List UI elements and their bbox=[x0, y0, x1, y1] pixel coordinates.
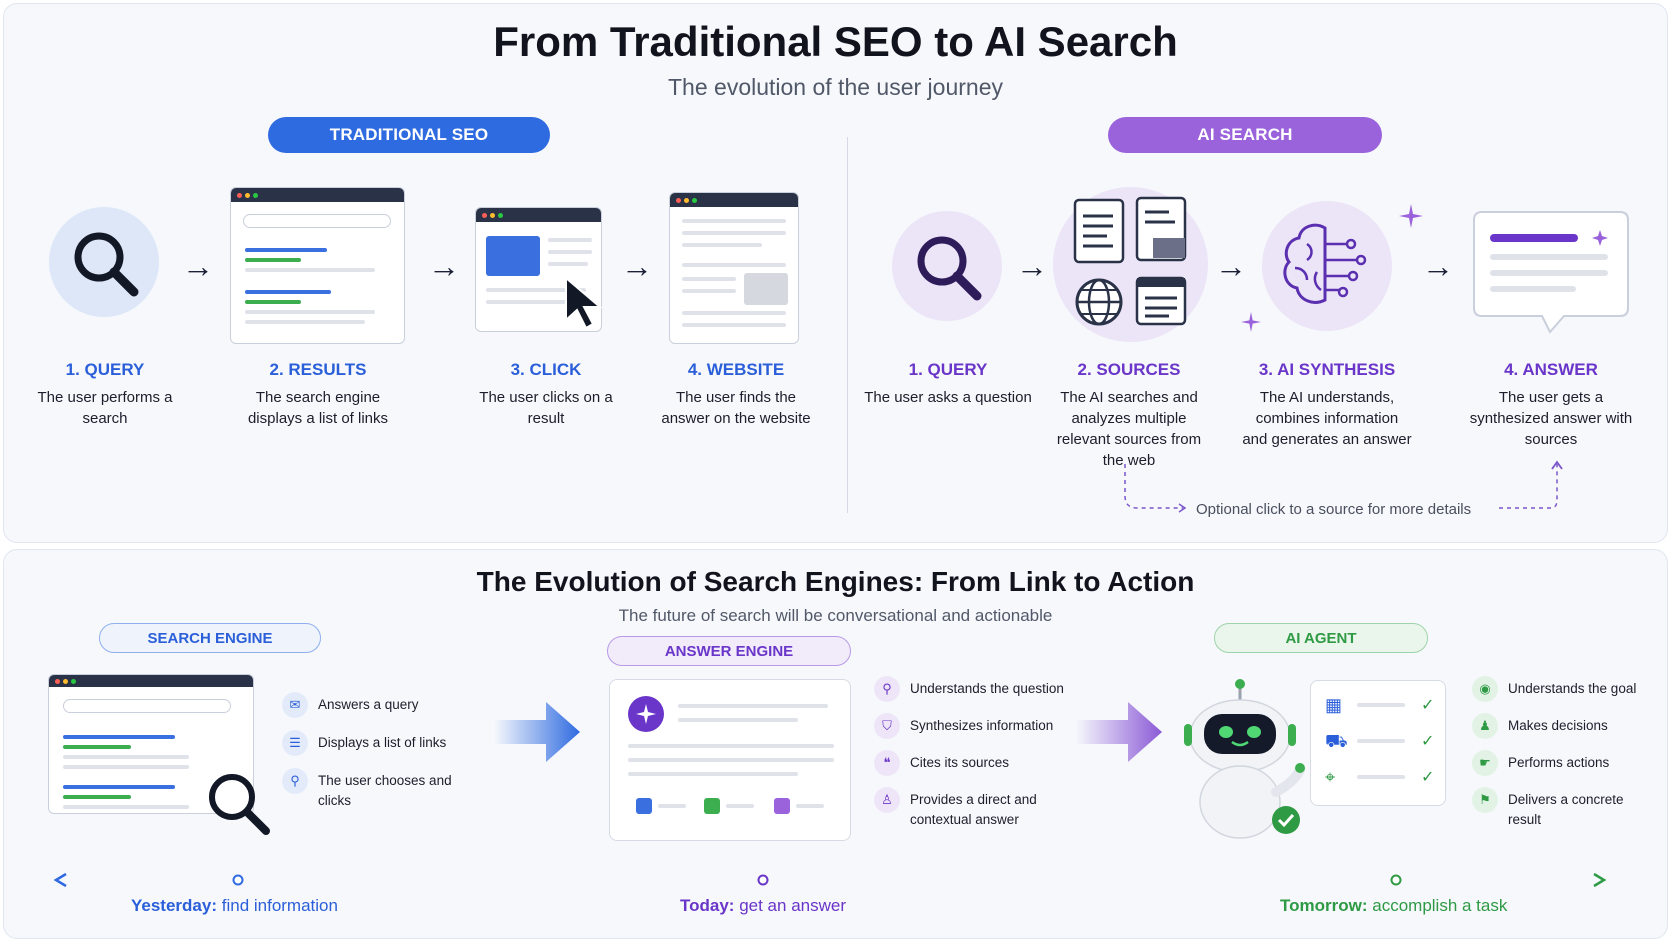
bottom-panel: The Evolution of Search Engines: From Li… bbox=[3, 549, 1668, 939]
arrow-right-icon: → bbox=[1215, 248, 1247, 284]
sparkle-icon bbox=[1399, 204, 1423, 228]
search-feature-2: ☰Displays a list of links bbox=[282, 730, 446, 756]
check-icon: ✓ bbox=[1421, 733, 1435, 750]
seo-step3-title: 3. CLICK bbox=[510, 360, 582, 379]
evolution-title: The Evolution of Search Engines: From Li… bbox=[476, 566, 1195, 597]
section-divider bbox=[847, 137, 848, 513]
answer-engine-card bbox=[609, 679, 851, 841]
timeline-tomorrow: Tomorrow: accomplish a task bbox=[1280, 896, 1508, 915]
ai-step3-desc: The AI understands, combines information… bbox=[1242, 389, 1412, 448]
location-pin-icon: ⌖ bbox=[1325, 767, 1336, 787]
ai-step2-desc: The AI searches and analyzes multiple re… bbox=[1056, 389, 1202, 469]
list-icon: ☰ bbox=[282, 730, 308, 756]
search-feature-3: ⚲The user chooses and clicks bbox=[282, 768, 452, 811]
action-icon: ☛ bbox=[1472, 750, 1498, 776]
check-icon: ✓ bbox=[1421, 697, 1435, 714]
target-icon: ◉ bbox=[1472, 676, 1498, 702]
ai-step1-title: 1. QUERY bbox=[908, 360, 988, 379]
progress-arrow-icon bbox=[1076, 702, 1162, 762]
check-icon: ✓ bbox=[1421, 769, 1435, 786]
answer-feature-2: ⛉Synthesizes information bbox=[874, 713, 1053, 739]
answer-feature-3: ❝Cites its sources bbox=[874, 750, 1009, 776]
cursor-icon bbox=[565, 276, 603, 330]
ai-step3-title: 3. AI SYNTHESIS bbox=[1258, 360, 1396, 379]
seo-step3-desc: The user clicks on a result bbox=[479, 389, 613, 427]
arrow-right-icon: → bbox=[428, 248, 460, 284]
magnifier-icon bbox=[917, 236, 982, 301]
timeline-yesterday: Yesterday: find information bbox=[131, 896, 338, 915]
cart-icon: ⛟ bbox=[1325, 731, 1348, 751]
answer-feature-4: ♙Provides a direct and contextual answer bbox=[874, 787, 1064, 830]
shield-icon: ⛉ bbox=[874, 713, 900, 739]
delivery-icon: ⚑ bbox=[1472, 787, 1498, 813]
traditional-seo-badge: TRADITIONAL SEO bbox=[268, 117, 550, 153]
evolution-timeline bbox=[53, 872, 1607, 888]
synthesis-circle bbox=[1262, 201, 1392, 331]
main-title: From Traditional SEO to AI Search bbox=[493, 18, 1178, 65]
magnifier-icon bbox=[209, 774, 270, 835]
search-bar bbox=[243, 214, 391, 228]
agent-feature-1: ◉Understands the goal bbox=[1472, 676, 1636, 702]
seo-query-circle bbox=[49, 207, 159, 317]
answer-engine-tag: ANSWER ENGINE bbox=[607, 636, 851, 666]
seo-step4-desc: The user finds the answer on the website bbox=[661, 389, 811, 427]
ai-query-circle bbox=[892, 211, 1002, 321]
answer-feature-1: ⚲Understands the question bbox=[874, 676, 1064, 702]
ai-step4-title: 4. ANSWER bbox=[1504, 360, 1598, 379]
answer-bubble-icon bbox=[1473, 211, 1629, 334]
quote-icon: ❝ bbox=[874, 750, 900, 776]
website-window bbox=[669, 192, 799, 344]
arrow-right-icon: → bbox=[1422, 248, 1454, 284]
person-icon: ♙ bbox=[874, 787, 900, 813]
seo-step2-desc: The search engine displays a list of lin… bbox=[247, 389, 389, 427]
sparkle-icon bbox=[628, 696, 664, 732]
agent-feature-3: ☛Performs actions bbox=[1472, 750, 1609, 776]
sparkle-icon bbox=[1241, 312, 1261, 332]
results-window bbox=[230, 187, 405, 344]
robot-icon bbox=[1184, 679, 1305, 839]
search-feature-1: ✉Answers a query bbox=[282, 692, 419, 718]
magnifier-icon bbox=[74, 232, 139, 297]
optional-click-note: Optional click to a source for more deta… bbox=[1196, 501, 1472, 518]
seo-step1-desc: The user performs a search bbox=[37, 389, 173, 427]
search-engine-tag: SEARCH ENGINE bbox=[99, 623, 321, 653]
arrow-right-icon: → bbox=[621, 248, 653, 284]
user-icon: ⚲ bbox=[282, 768, 308, 794]
click-window bbox=[475, 207, 602, 332]
ai-step4-desc: The user gets a synthesized answer with … bbox=[1469, 389, 1633, 448]
ai-search-badge: AI SEARCH bbox=[1108, 117, 1382, 153]
search-engine-window bbox=[48, 674, 254, 814]
main-subtitle: The evolution of the user journey bbox=[668, 74, 1003, 100]
optional-click-connector bbox=[1124, 460, 1563, 513]
user-icon: ⚲ bbox=[874, 676, 900, 702]
seo-step1-title: 1. QUERY bbox=[65, 360, 145, 379]
evolution-subtitle: The future of search will be conversatio… bbox=[618, 606, 1053, 625]
progress-arrow-icon bbox=[494, 702, 580, 762]
task-checklist-card: ▦ ✓ ⛟ ✓ ⌖ ✓ bbox=[1310, 680, 1446, 806]
chat-icon: ✉ bbox=[282, 692, 308, 718]
documents-icon bbox=[1073, 196, 1187, 326]
arrow-right-icon: → bbox=[182, 248, 214, 284]
seo-step4-title: 4. WEBSITE bbox=[687, 360, 785, 379]
image-placeholder-icon bbox=[744, 273, 788, 305]
arrow-right-icon: → bbox=[1016, 248, 1048, 284]
agent-feature-4: ⚑Delivers a concrete result bbox=[1472, 787, 1642, 830]
ai-step1-desc: The user asks a question bbox=[864, 389, 1032, 406]
ai-step2-title: 2. SOURCES bbox=[1077, 360, 1181, 379]
timeline-today: Today: get an answer bbox=[680, 896, 846, 915]
top-panel: From Traditional SEO to AI Search The ev… bbox=[3, 3, 1668, 543]
seo-step2-title: 2. RESULTS bbox=[269, 360, 367, 379]
agent-feature-2: ♟Makes decisions bbox=[1472, 713, 1608, 739]
decision-icon: ♟ bbox=[1472, 713, 1498, 739]
ai-agent-tag: AI AGENT bbox=[1214, 623, 1428, 653]
ai-brain-icon bbox=[1283, 223, 1367, 304]
calendar-icon: ▦ bbox=[1325, 695, 1343, 715]
